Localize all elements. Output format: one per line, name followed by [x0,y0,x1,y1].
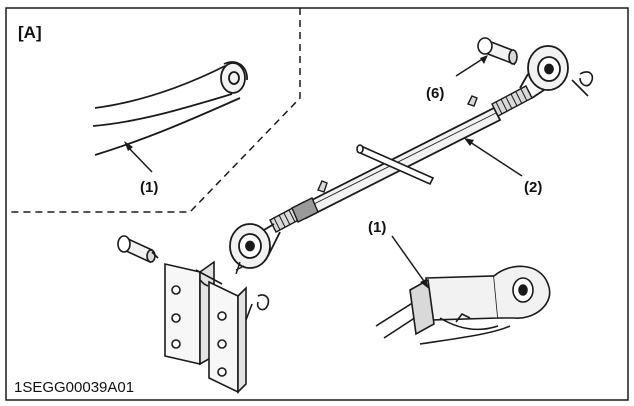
lynch-pin-lower [245,294,270,321]
right-threaded-rod [491,85,533,117]
left-threaded-rod [269,197,319,233]
lower-link-arm [375,265,551,345]
inset-boundary [6,8,301,213]
left-ball-joint [229,223,281,275]
section-label: [A] [18,23,42,42]
callout-1-main: (1) [368,219,386,236]
right-ball-joint [519,45,569,99]
mounting-bracket [164,260,247,394]
callout-arrow-6 [455,55,488,77]
callout-arrow-2 [464,138,523,177]
inset-lower-link-arm [92,61,248,156]
callout-1-inset: (1) [140,179,158,196]
grease-fittings [317,95,478,193]
callout-arrow-1-main [391,235,429,289]
adjusting-handle [356,144,435,186]
callout-6: (6) [426,85,444,102]
top-link-pin-upper [477,37,518,66]
figure-border [5,7,629,401]
callout-2: (2) [524,179,542,196]
top-link-pin-lower [117,235,159,264]
lynch-pin-upper [571,71,594,97]
callout-arrow-1-inset [124,141,153,173]
figure-code: 1SEGG00039A01 [14,379,134,396]
